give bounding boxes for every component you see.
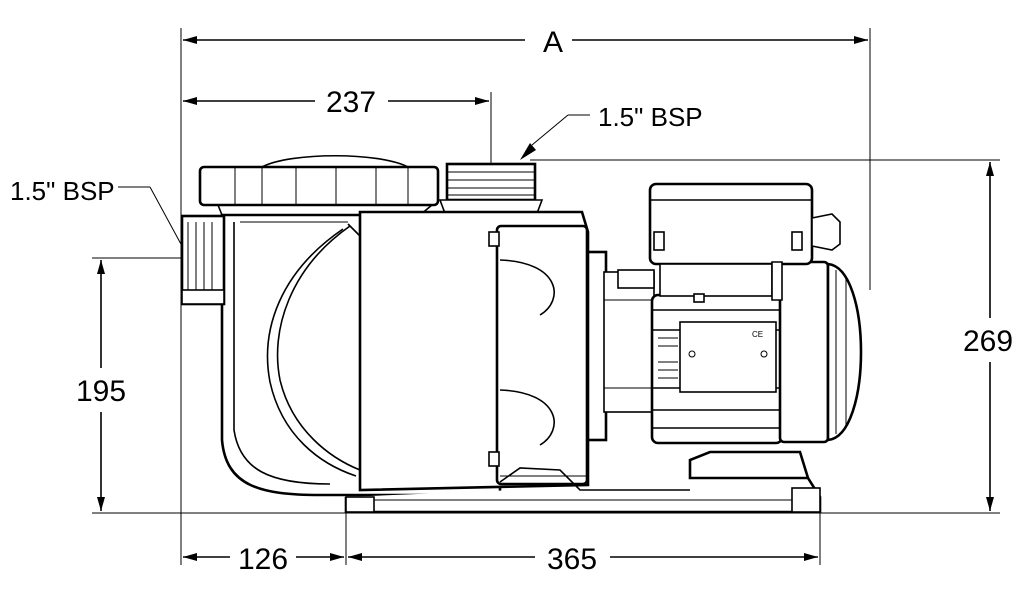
dimension-overall-length: A <box>183 26 868 59</box>
dimension-overall-length-label: A <box>543 26 563 59</box>
callout-outlet-thread: 1.5" BSP <box>520 102 703 160</box>
dimension-inlet-height-label: 195 <box>76 375 126 408</box>
dimension-front-offset-label: 126 <box>238 543 288 576</box>
outlet-thread-label: 1.5" BSP <box>598 102 703 132</box>
pump-base <box>344 450 822 514</box>
dimension-overall-height-label: 269 <box>963 325 1013 358</box>
dimension-suction-to-discharge-label: 237 <box>326 86 376 119</box>
dimension-base-length: 365 <box>348 543 818 576</box>
callout-inlet-thread: 1.5" BSP <box>10 176 115 206</box>
motor-fan-cover <box>778 260 863 444</box>
motor-body: CE <box>650 293 802 445</box>
dimension-suction-to-discharge: 237 <box>183 86 489 119</box>
outlet-port <box>438 162 544 217</box>
strainer-lid <box>198 155 440 216</box>
svg-text:CE: CE <box>752 330 763 339</box>
inlet-port <box>180 214 226 306</box>
dimension-inlet-height: 195 <box>76 260 126 511</box>
controller-box <box>648 182 841 303</box>
dimension-front-offset: 126 <box>183 543 344 576</box>
dimension-overall-height: 269 <box>963 162 1013 511</box>
motor-adapter <box>586 250 655 442</box>
volute-casing <box>358 210 590 492</box>
dimension-base-length-label: 365 <box>547 543 597 576</box>
pump-illustration: CE <box>180 155 863 514</box>
inlet-thread-label: 1.5" BSP <box>10 176 115 206</box>
